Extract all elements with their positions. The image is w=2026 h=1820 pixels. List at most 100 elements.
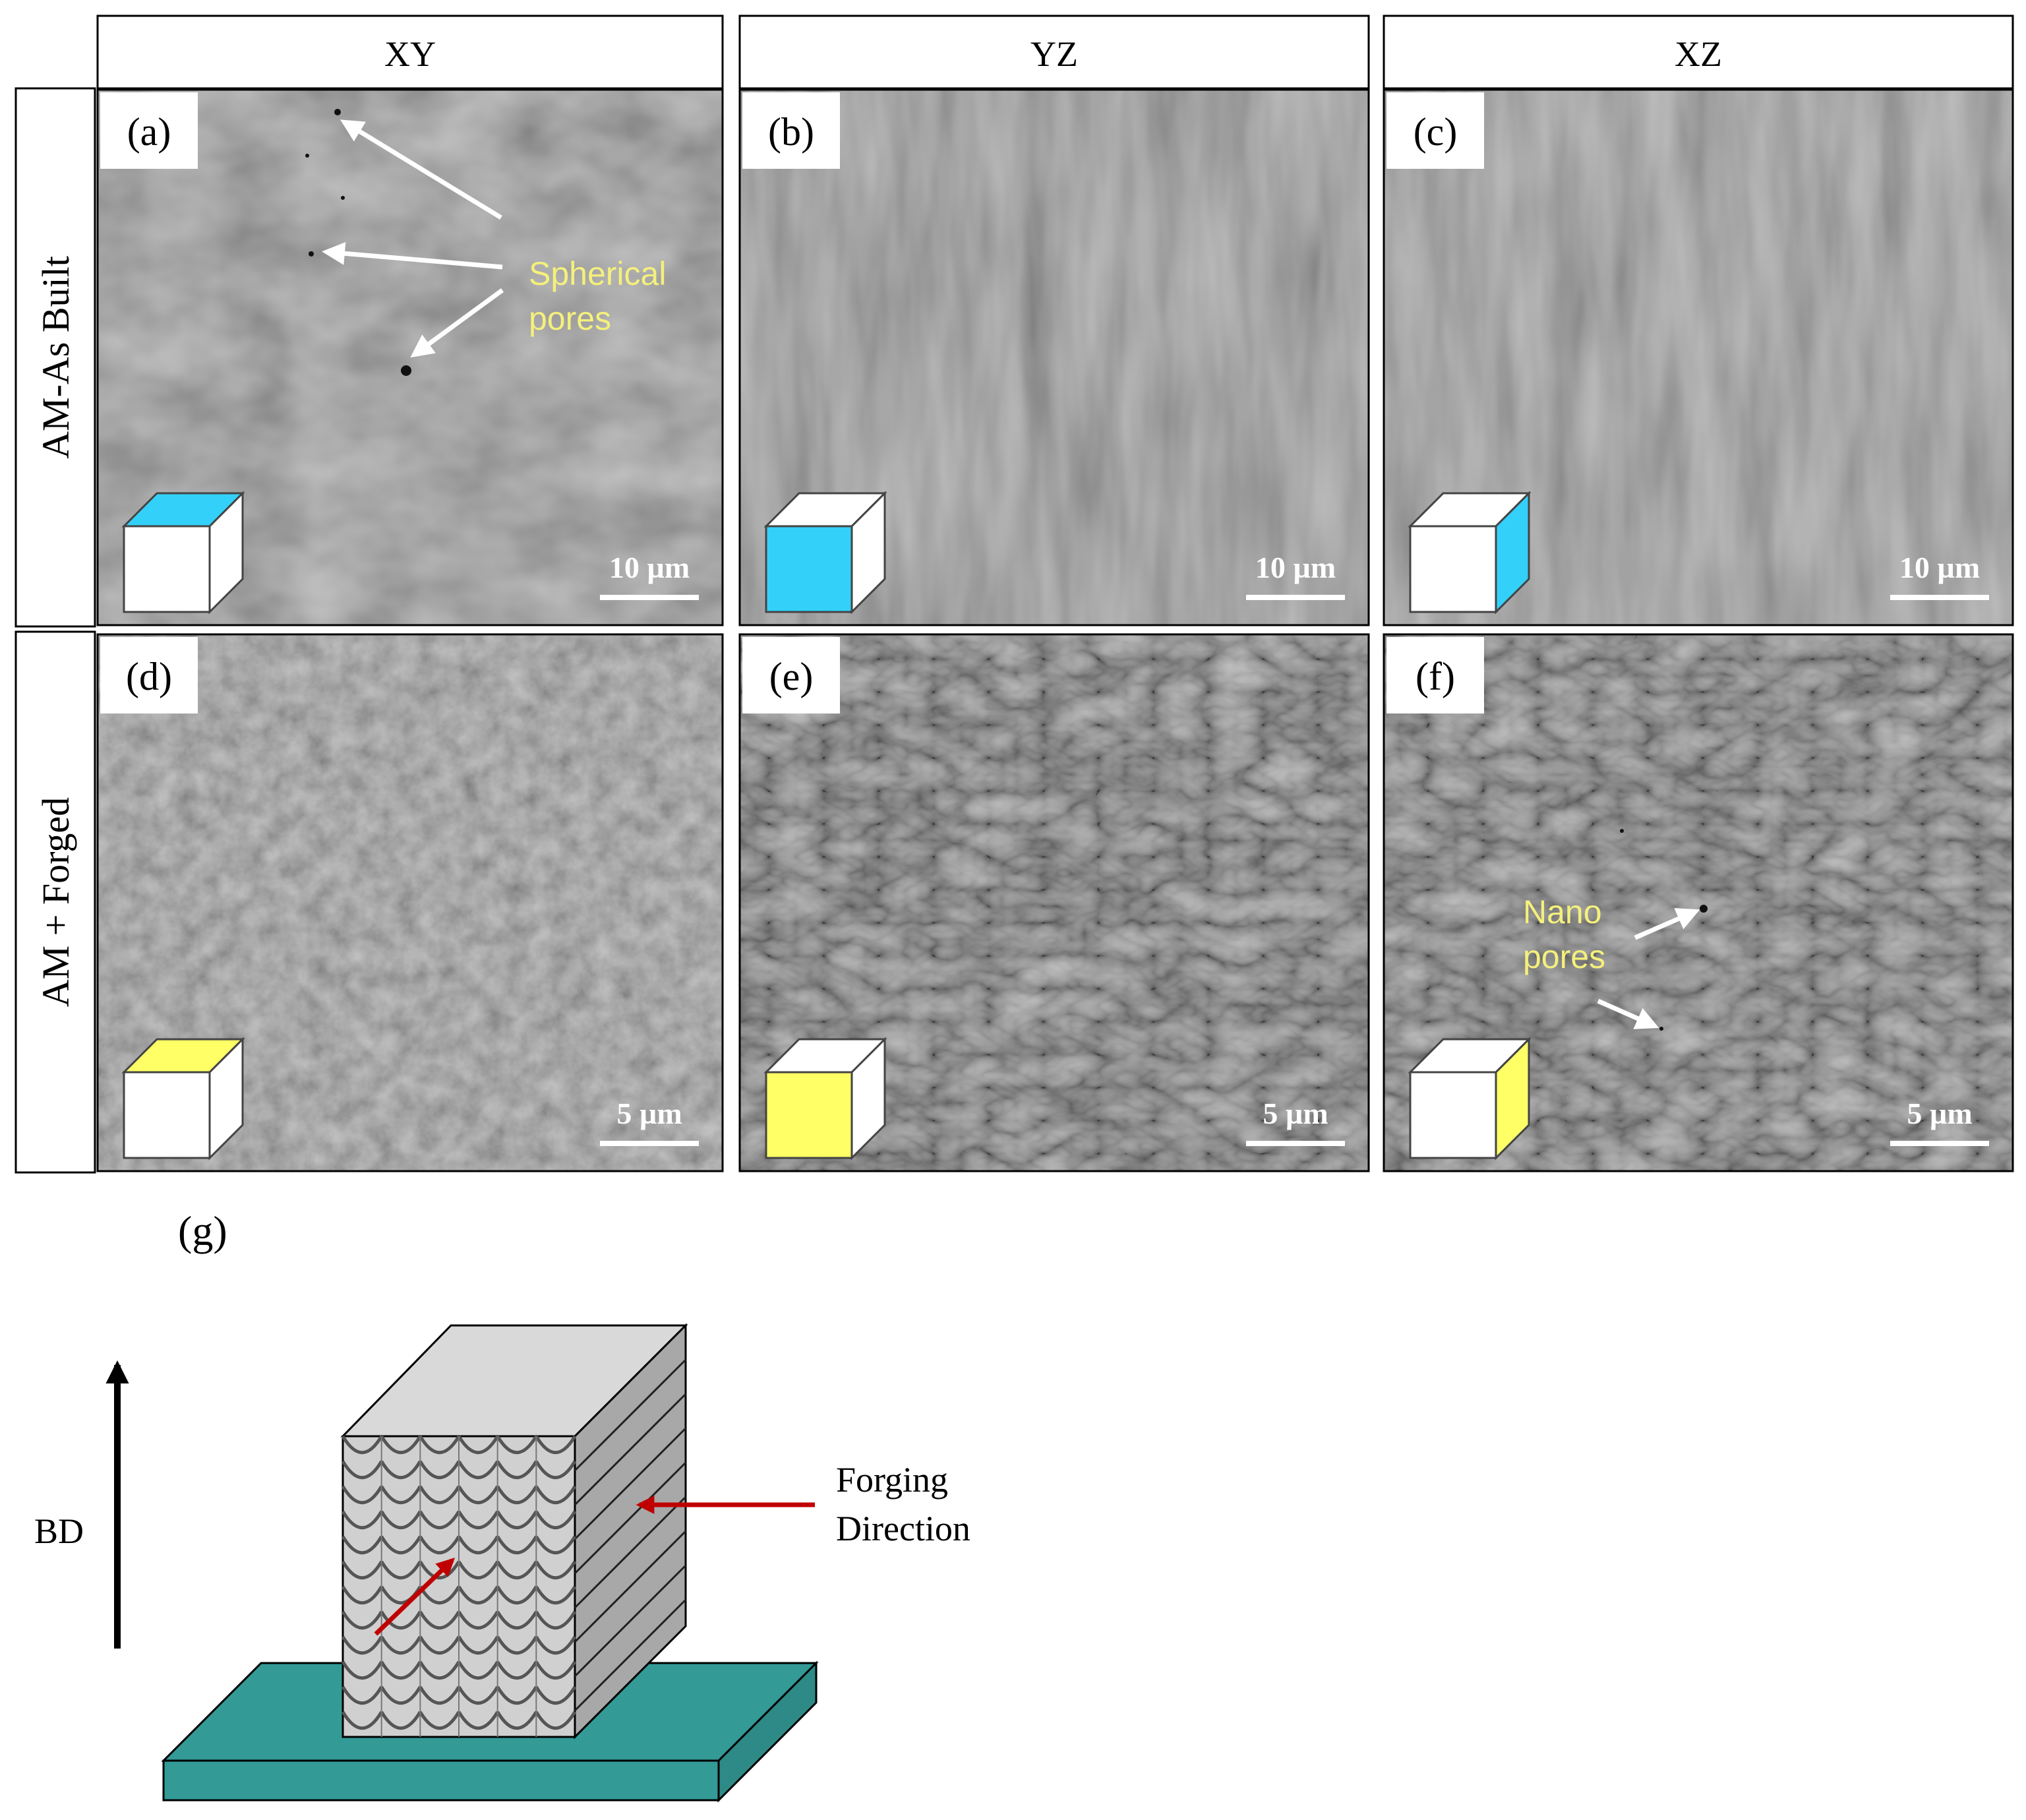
scale-bar bbox=[600, 595, 699, 600]
panel-label-box bbox=[742, 637, 840, 713]
cube-side-face bbox=[1495, 1037, 1530, 1161]
cube-side-face bbox=[850, 1037, 886, 1161]
forging-schematic: (g) BD Forging Direction bbox=[34, 1207, 970, 1803]
nano-label-line1: Nano bbox=[1523, 894, 1602, 930]
layer-line bbox=[574, 1427, 687, 1540]
melt-pool-arc bbox=[535, 1510, 577, 1530]
melt-pool-arc bbox=[457, 1510, 499, 1530]
orientation-cube-icon bbox=[763, 491, 887, 615]
scale-bar-label: 5 µm bbox=[616, 1097, 682, 1130]
cube-front-face bbox=[765, 525, 853, 613]
melt-pool-arc bbox=[419, 1460, 461, 1480]
melt-pool-arc bbox=[496, 1635, 538, 1655]
melt-pool-arc bbox=[419, 1585, 461, 1605]
panel-label: (a) bbox=[127, 110, 171, 154]
melt-pool-arc bbox=[341, 1711, 383, 1730]
melt-pool-arc bbox=[457, 1560, 499, 1580]
spherical-label-line1: Spherical bbox=[529, 255, 666, 292]
melt-pool-arc bbox=[457, 1660, 499, 1680]
melt-pool-arc bbox=[457, 1585, 499, 1605]
melt-pool-arc bbox=[341, 1610, 383, 1630]
melt-pool-arc bbox=[419, 1711, 461, 1730]
melt-pool-arc bbox=[341, 1685, 383, 1705]
scale-bar-label: 10 µm bbox=[609, 551, 690, 584]
scale-bar bbox=[1246, 595, 1345, 600]
melt-pool-arc bbox=[457, 1535, 499, 1555]
melt-pool-arc bbox=[535, 1560, 577, 1580]
panel-label: (b) bbox=[768, 110, 814, 154]
panel-label-box bbox=[1386, 637, 1484, 713]
orientation-cube-icon bbox=[1408, 491, 1532, 615]
cube-front-face bbox=[1409, 1071, 1497, 1159]
melt-pool-arc bbox=[496, 1660, 538, 1680]
melt-pool-arc bbox=[457, 1485, 499, 1505]
melt-pool-arc bbox=[341, 1535, 383, 1555]
cube-side-face bbox=[1495, 491, 1530, 615]
cube-side-face bbox=[208, 491, 244, 615]
melt-pool-arc bbox=[380, 1610, 422, 1630]
melt-pool-arc bbox=[419, 1510, 461, 1530]
melt-pool-arc bbox=[419, 1535, 461, 1555]
panel-c-overlay: (c)10 µm bbox=[1386, 92, 1989, 615]
melt-pool-arc bbox=[419, 1560, 461, 1580]
row-header-forged: AM + Forged bbox=[34, 797, 77, 1007]
panel-b-overlay: (b) 10 µm bbox=[742, 92, 1345, 615]
melt-pool-arc bbox=[496, 1585, 538, 1605]
column-header-yz: YZ bbox=[1030, 34, 1078, 74]
row-headers: AM-As Built AM + Forged bbox=[15, 87, 96, 1174]
melt-pool-arc bbox=[535, 1460, 577, 1480]
melt-pool-arc bbox=[496, 1435, 538, 1455]
melt-pool-arc bbox=[496, 1485, 538, 1505]
panel-d-overlay: (d)5 µm bbox=[100, 637, 699, 1161]
panel-f: Nano pores bbox=[1383, 633, 2014, 1172]
melt-pool-arc bbox=[457, 1635, 499, 1655]
melt-pool-arc bbox=[341, 1585, 383, 1605]
nano-arrow-2 bbox=[1597, 998, 1659, 1029]
cube-side-face bbox=[208, 1037, 244, 1161]
panel-a-overlay: (a) 10 µm bbox=[100, 92, 699, 615]
panel-label: (f) bbox=[1415, 655, 1455, 698]
melt-pool-arc bbox=[457, 1610, 499, 1630]
scale-bar bbox=[1246, 1141, 1345, 1146]
melt-pool-arc bbox=[535, 1635, 577, 1655]
melt-pool-arc bbox=[380, 1435, 422, 1455]
melt-pool-arc bbox=[535, 1610, 577, 1630]
melt-pool-arc bbox=[419, 1685, 461, 1705]
layer-line bbox=[574, 1564, 687, 1678]
panel-a: Spherical pores bbox=[96, 88, 724, 626]
melt-pool-arc bbox=[457, 1435, 499, 1455]
pore-arrow-2 bbox=[322, 241, 503, 270]
printed-block bbox=[340, 1323, 688, 1740]
melt-pool-arc bbox=[380, 1711, 422, 1730]
melt-pool-arc bbox=[535, 1685, 577, 1705]
melt-pool-arc bbox=[535, 1660, 577, 1680]
orientation-cube-icon bbox=[763, 1037, 887, 1161]
melt-pool-arc bbox=[341, 1660, 383, 1680]
melt-pool-arc bbox=[535, 1585, 577, 1605]
melt-pool-arc bbox=[535, 1435, 577, 1455]
melt-pool-arc bbox=[535, 1711, 577, 1730]
melt-pool-arc bbox=[380, 1635, 422, 1655]
orientation-cube-icon bbox=[121, 491, 245, 615]
melt-pool-arc bbox=[341, 1485, 383, 1505]
melt-pool-arc bbox=[457, 1711, 499, 1730]
melt-pool-arc bbox=[496, 1610, 538, 1630]
melt-pool-arc bbox=[457, 1685, 499, 1705]
melt-pool-arc bbox=[380, 1660, 422, 1680]
scale-bar bbox=[600, 1141, 699, 1146]
schematic-label: (g) bbox=[178, 1207, 227, 1254]
melt-pool-arc bbox=[496, 1711, 538, 1730]
melt-pool-arc bbox=[535, 1535, 577, 1555]
panel-label: (c) bbox=[1414, 110, 1458, 154]
build-plate bbox=[161, 1660, 819, 1803]
layer-line bbox=[574, 1461, 687, 1575]
row-header-as-built: AM-As Built bbox=[34, 256, 77, 459]
melt-pool-arc bbox=[419, 1660, 461, 1680]
layer-line bbox=[574, 1530, 687, 1643]
panel-label: (e) bbox=[769, 655, 814, 698]
melt-pool-arc bbox=[341, 1560, 383, 1580]
cube-front-face bbox=[123, 525, 211, 613]
scale-bar-label: 10 µm bbox=[1255, 551, 1336, 584]
melt-pool-arc bbox=[496, 1460, 538, 1480]
